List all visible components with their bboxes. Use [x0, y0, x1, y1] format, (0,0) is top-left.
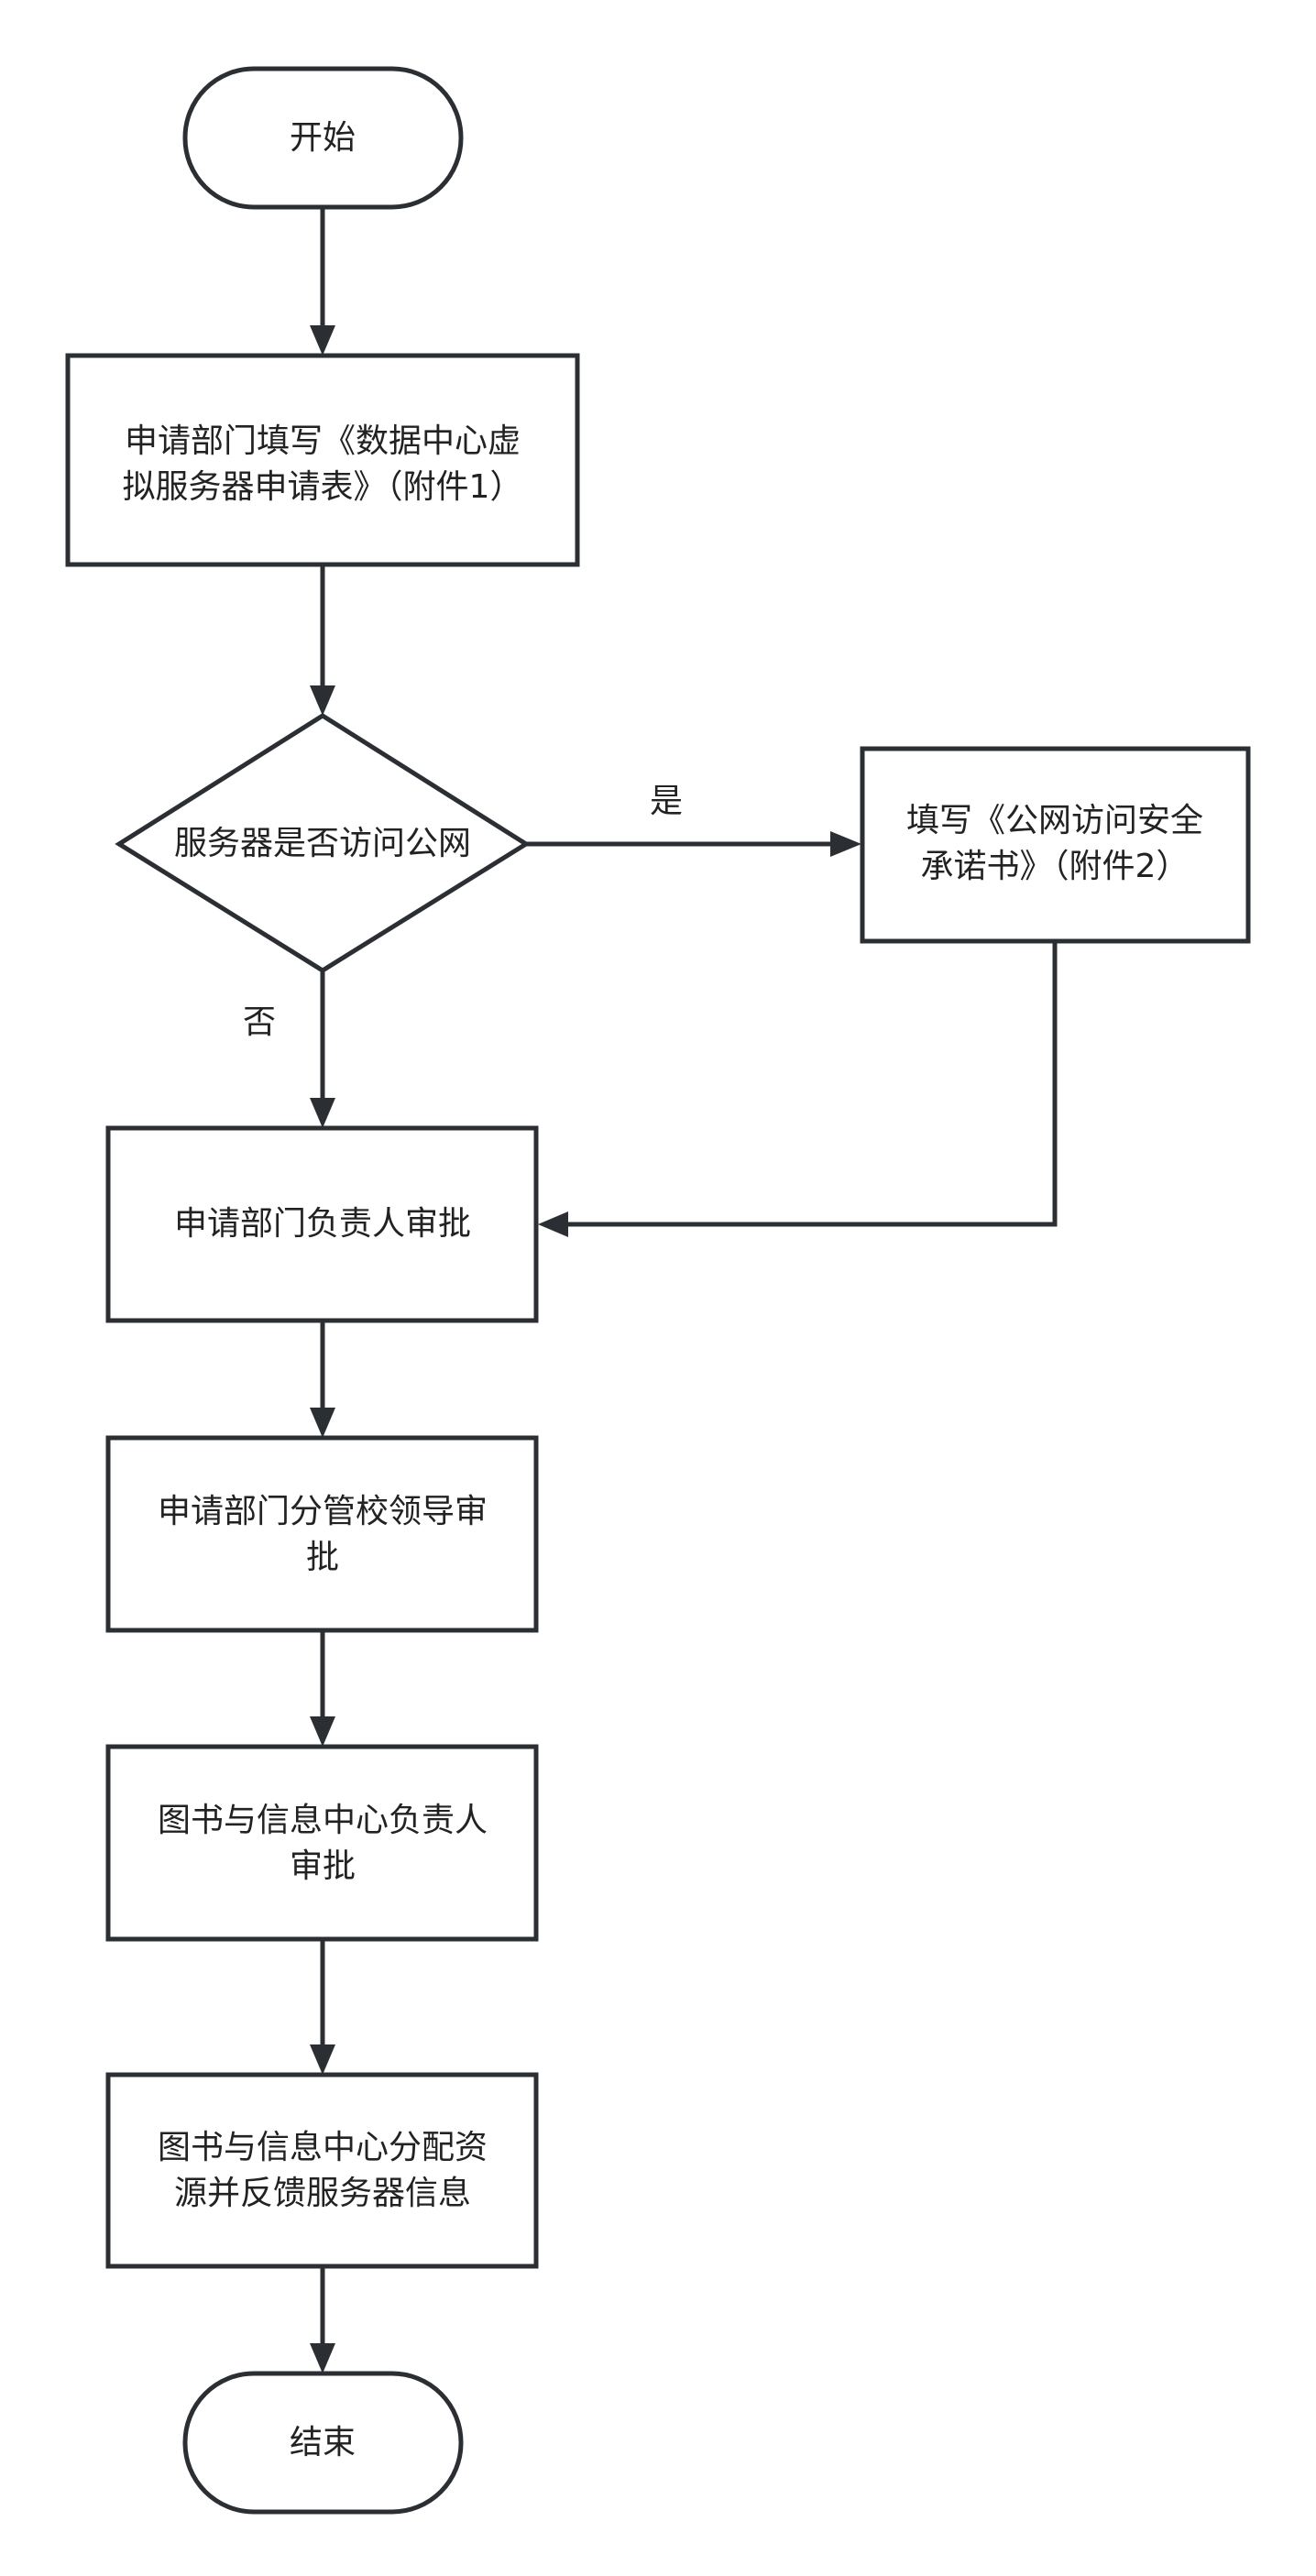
arrowhead — [310, 685, 335, 716]
edge-pledge-to-dept-head — [564, 941, 1058, 1227]
node-label: 审批 — [290, 1847, 356, 1885]
arrowhead — [310, 1098, 335, 1128]
arrowhead — [310, 1716, 335, 1747]
node-label: 图书与信息中心分配资 — [158, 2129, 488, 2166]
start-node: 开始 — [182, 66, 464, 210]
arrowhead — [830, 831, 861, 857]
node-label: 开始 — [290, 119, 356, 157]
node-label: 服务器是否访问公网 — [174, 825, 471, 862]
node-label: 申请部门填写《数据中心虚 — [125, 422, 521, 460]
node-label: 承诺书》（附件2） — [921, 848, 1190, 885]
arrowhead — [310, 2044, 335, 2075]
arrowhead — [538, 1211, 568, 1237]
node-label: 结束 — [290, 2424, 356, 2461]
arrowhead — [310, 2343, 335, 2373]
decision-node: 服务器是否访问公网 — [115, 713, 531, 973]
node-label: 源并反馈服务器信息 — [174, 2175, 471, 2212]
node-label: 图书与信息中心负责人 — [158, 1802, 488, 1839]
edges: 是 否 — [243, 209, 1058, 2373]
node-label: 申请部门负责人审批 — [174, 1205, 471, 1243]
arrowhead — [310, 325, 335, 356]
dept-leader-approval-node: 申请部门分管校领导审 批 — [105, 1435, 539, 1633]
no-label: 否 — [243, 1003, 276, 1041]
arrowhead — [310, 1408, 335, 1438]
node-label: 申请部门分管校领导审 — [158, 1493, 488, 1530]
security-pledge-node: 填写《公网访问安全 承诺书》（附件2） — [860, 746, 1251, 944]
end-node: 结束 — [182, 2371, 464, 2515]
lib-head-approval-node: 图书与信息中心负责人 审批 — [105, 1744, 539, 1942]
node-label: 拟服务器申请表》（附件1） — [123, 468, 523, 506]
node-label: 批 — [306, 1539, 339, 1576]
dept-head-approval-node: 申请部门负责人审批 — [105, 1125, 539, 1323]
node-label: 填写《公网访问安全 — [906, 802, 1203, 839]
fill-form-node: 申请部门填写《数据中心虚 拟服务器申请表》（附件1） — [65, 353, 580, 567]
allocate-resources-node: 图书与信息中心分配资 源并反馈服务器信息 — [105, 2072, 539, 2269]
yes-label: 是 — [650, 783, 683, 820]
